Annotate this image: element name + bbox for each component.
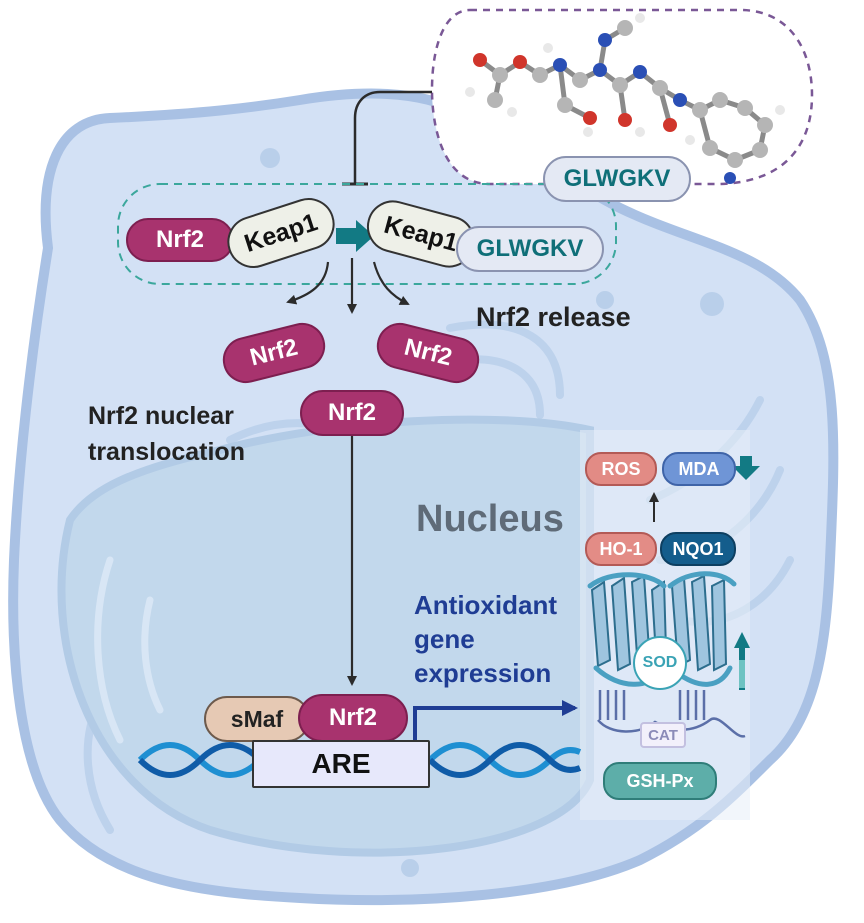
- expression-label-line3: expression: [414, 658, 552, 688]
- gsh-px-badge: GSH-Px: [603, 762, 717, 800]
- nrf2-nuclear: Nrf2: [298, 694, 408, 742]
- increase-arrow-icon: [734, 632, 750, 690]
- are-element: ARE: [252, 740, 430, 788]
- nuclear-envelope: [94, 556, 164, 744]
- inhibition-line: [353, 90, 432, 183]
- decrease-arrow-icon: [732, 456, 760, 480]
- translocation-label-line2: translocation: [88, 438, 245, 466]
- nqo1-badge: NQO1: [660, 532, 736, 566]
- mda-badge: MDA: [662, 452, 736, 486]
- expression-arrow: [413, 700, 578, 742]
- ros-badge: ROS: [585, 452, 657, 486]
- peptide-molecule-icon: [465, 13, 785, 184]
- release-arrows: [286, 258, 410, 314]
- expression-label-line2: gene: [414, 624, 475, 654]
- translocation-label-line1: Nrf2 nuclear: [88, 402, 234, 430]
- vesicles: [260, 148, 724, 877]
- nucleus-label: Nucleus: [416, 498, 564, 540]
- expression-label-line1: Antioxidant: [414, 590, 557, 620]
- smaf-protein: sMaf: [204, 696, 310, 742]
- glwgkv-bound: GLWGKV: [456, 226, 604, 272]
- ho1-badge: HO-1: [585, 532, 657, 566]
- nrf2-bound: Nrf2: [126, 218, 234, 262]
- glwgkv-peptide-label: GLWGKV: [543, 156, 691, 202]
- dna-helix-icon: [137, 742, 582, 778]
- sod-badge: SOD: [633, 636, 687, 690]
- released-nrf2-center: Nrf2: [300, 390, 404, 436]
- nrf2-release-label: Nrf2 release: [476, 302, 631, 332]
- cat-badge: CAT: [640, 722, 686, 748]
- transition-arrow-icon: [336, 220, 374, 252]
